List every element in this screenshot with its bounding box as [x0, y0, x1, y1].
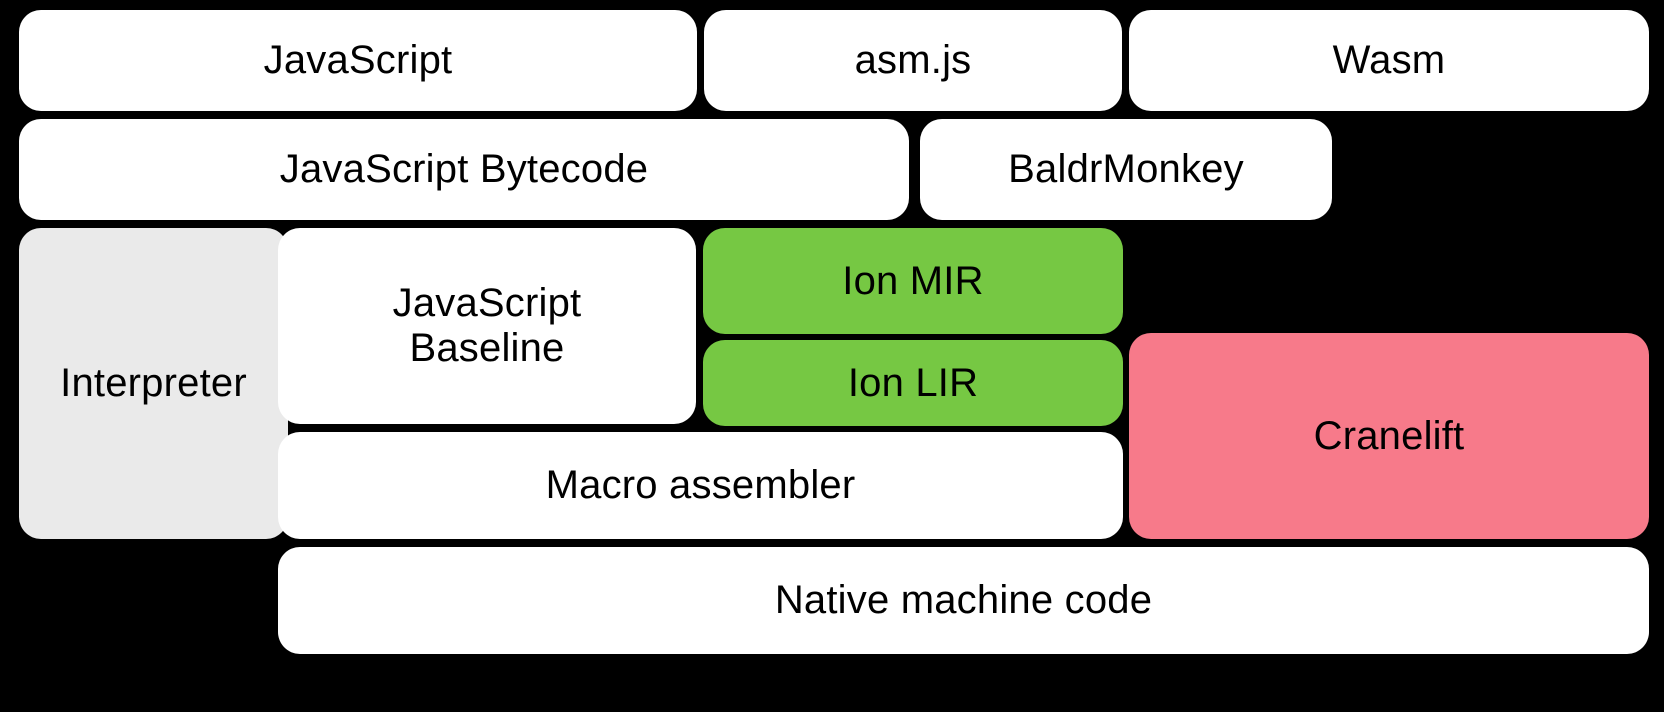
- box-asm-js[interactable]: asm.js: [704, 10, 1122, 111]
- box-javascript[interactable]: JavaScript: [19, 10, 697, 111]
- box-ion-lir[interactable]: Ion LIR: [703, 340, 1123, 426]
- box-native-machine-code[interactable]: Native machine code: [278, 547, 1649, 654]
- box-ion-mir[interactable]: Ion MIR: [703, 228, 1123, 334]
- box-baldrmonkey[interactable]: BaldrMonkey: [920, 119, 1332, 220]
- box-cranelift[interactable]: Cranelift: [1129, 333, 1649, 539]
- box-javascript-baseline[interactable]: JavaScript Baseline: [278, 228, 696, 424]
- box-javascript-bytecode[interactable]: JavaScript Bytecode: [19, 119, 909, 220]
- box-wasm[interactable]: Wasm: [1129, 10, 1649, 111]
- box-interpreter[interactable]: Interpreter: [19, 228, 288, 539]
- box-macro-assembler[interactable]: Macro assembler: [278, 432, 1123, 539]
